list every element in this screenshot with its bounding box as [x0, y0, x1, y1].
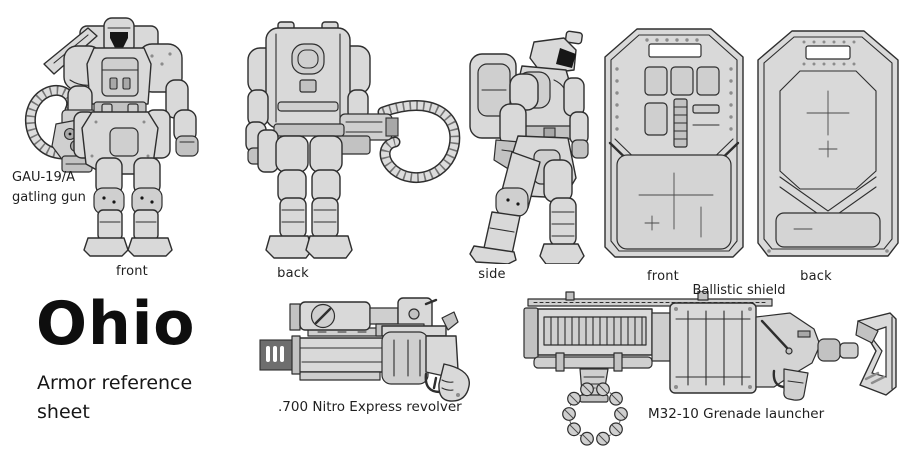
- gatling-gun-callout: GAU-19/A gatling gun: [12, 170, 86, 206]
- back-hose: [377, 100, 461, 184]
- legs-back: [265, 169, 353, 259]
- shield-inner-panels: [644, 66, 720, 148]
- helmet: [103, 17, 135, 55]
- grenade-launcher-illustration: [523, 291, 897, 403]
- shield-caption: Ballistic shield: [692, 283, 786, 298]
- chest-armor: [86, 47, 152, 105]
- launcher-drum: [651, 302, 757, 394]
- revolver-grip: [438, 363, 470, 402]
- sheet-title: Ohio: [36, 289, 196, 359]
- armor-back-illustration: [245, 21, 461, 259]
- launcher-stock: [817, 312, 897, 396]
- revolver-barrel: [259, 335, 391, 381]
- far-arm-side: [563, 77, 589, 159]
- shield-back-label: back: [800, 269, 832, 284]
- front-leg-side: [469, 151, 541, 264]
- armor-back-label: back: [277, 266, 309, 281]
- shield-lower-panel: [616, 154, 732, 250]
- right-arm: [165, 79, 199, 157]
- shield-back-illustration: [757, 30, 899, 257]
- armor-side-illustration: [469, 30, 589, 264]
- revolver-illustration: [259, 297, 470, 402]
- shield-back-lower-panel: [767, 212, 889, 253]
- shield-front-illustration: [604, 28, 744, 258]
- revolver-label: .700 Nitro Express revolver: [278, 399, 462, 415]
- shield-view-slot: [648, 43, 702, 58]
- armor-front-label: front: [116, 264, 148, 279]
- launcher-receiver: [755, 312, 821, 401]
- legs: [83, 157, 173, 257]
- shield-rivets: [615, 38, 733, 131]
- gatling-gun-back: [335, 89, 399, 155]
- revolver-cylinder-frame: [381, 311, 459, 394]
- grenades: [562, 382, 628, 446]
- hips-back: [257, 123, 345, 173]
- sheet-subtitle: Armor reference sheet: [37, 372, 193, 423]
- armor-front-illustration: [25, 17, 199, 257]
- shield-back-rivets: [802, 40, 856, 66]
- armor-side-label: side: [478, 267, 506, 282]
- shield-back-view-slot: [805, 45, 851, 60]
- helmet-side: [529, 30, 583, 75]
- grenade-ring-illustration: [562, 382, 628, 446]
- launcher-barrel: [523, 307, 653, 372]
- backpack: [265, 21, 351, 129]
- back-leg-side: [539, 159, 585, 264]
- launcher-label: M32-10 Grenade launcher: [648, 406, 825, 422]
- shield-front-label: front: [647, 269, 679, 284]
